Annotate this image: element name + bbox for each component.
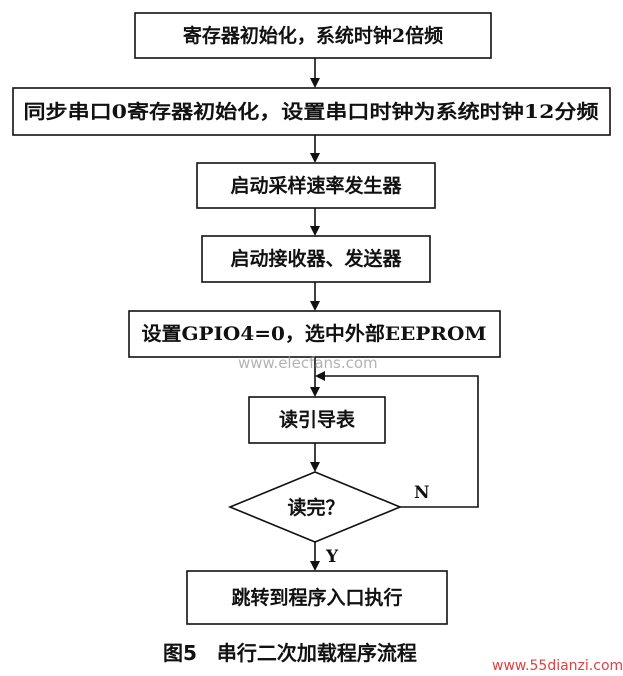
watermark-corner: www.55dianzi.com	[492, 658, 623, 674]
step-label-6: 读引导表	[279, 408, 356, 431]
figure-caption: 图5 串行二次加载程序流程	[163, 641, 417, 665]
arrow-no-loop	[315, 371, 479, 508]
step-box-6	[248, 396, 386, 444]
step-label-3: 启动采样速率发生器	[230, 174, 402, 197]
step-box-7	[186, 570, 448, 625]
watermark-center: www.elecfans.com	[238, 354, 378, 372]
step-box-3	[196, 162, 436, 209]
branch-label-no: N	[414, 483, 430, 503]
step-box-1	[134, 12, 492, 59]
step-label-7: 跳转到程序入口执行	[231, 586, 402, 609]
decision-diamond	[227, 471, 403, 543]
step-label-1: 寄存器初始化，系统时钟2倍频	[183, 24, 443, 47]
step-box-5	[128, 310, 501, 358]
step-label-2: 同步串口0寄存器初始化，设置串口时钟为系统时钟12分频	[24, 100, 599, 123]
branch-label-yes: Y	[325, 547, 339, 567]
step-label-5: 设置GPIO4=0，选中外部EEPROM	[142, 322, 487, 345]
step-label-4: 启动接收器、发送器	[230, 247, 402, 270]
step-box-2	[12, 87, 611, 136]
decision-label: 读完？	[287, 496, 344, 519]
step-box-4	[201, 235, 431, 283]
